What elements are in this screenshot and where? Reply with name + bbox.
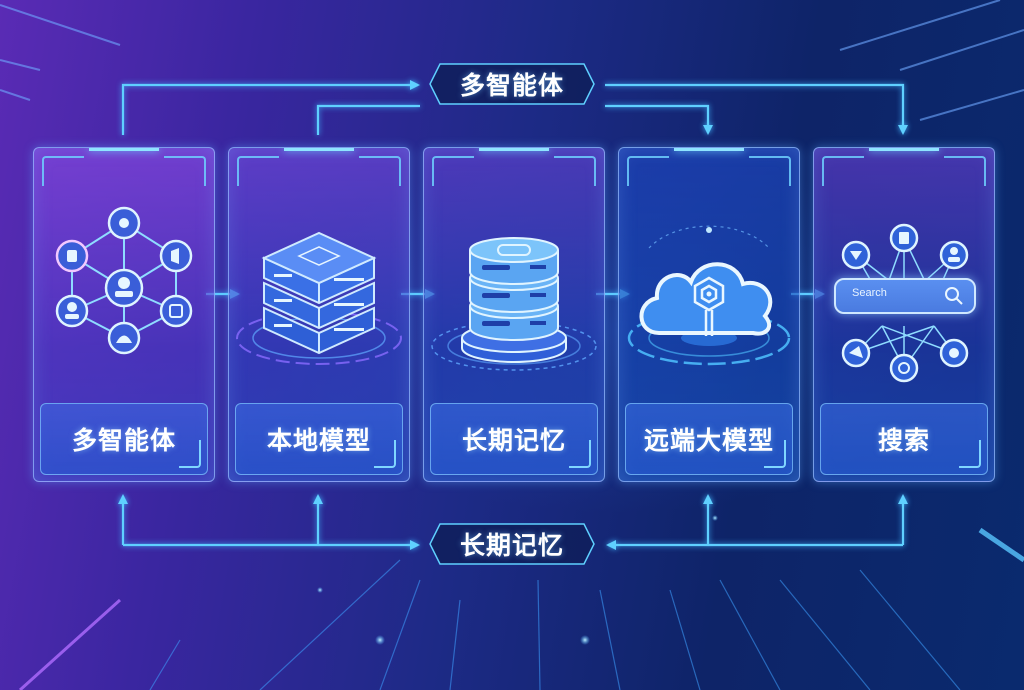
card-top-glow — [674, 148, 744, 151]
card-corner — [432, 156, 474, 186]
card-top-glow — [479, 148, 549, 151]
database-icon — [431, 237, 597, 371]
card-search[interactable]: Search 搜索 — [813, 147, 995, 482]
top-node-multi-agent: 多智能体 — [428, 62, 596, 106]
arrow-top-to-search — [605, 83, 908, 135]
card-corner — [374, 440, 396, 468]
search-icon — [945, 287, 963, 305]
bottom-node-long-term-memory: 长期记忆 — [428, 522, 596, 566]
card-corner — [179, 440, 201, 468]
card-label: 多智能体 — [71, 426, 176, 455]
top-node-label: 多智能体 — [459, 71, 564, 100]
card-label: 远端大模型 — [643, 426, 774, 455]
card-corner — [944, 156, 986, 186]
card-label-box: 长期记忆 — [430, 403, 598, 475]
line-local-to-top — [316, 104, 420, 135]
card-corner — [554, 156, 596, 186]
card-label: 本地模型 — [266, 426, 371, 455]
card-corner — [822, 156, 864, 186]
card-label: 搜索 — [877, 426, 930, 455]
arrow-top-to-remote — [605, 104, 713, 135]
card-corner — [237, 156, 279, 186]
card-label-box: 远端大模型 — [625, 403, 793, 475]
card-label-box: 多智能体 — [40, 403, 208, 475]
arrow-multiagent-to-top — [121, 80, 420, 135]
bottom-node-label: 长期记忆 — [459, 531, 564, 560]
card-corner — [359, 156, 401, 186]
server-stack-icon — [236, 231, 402, 365]
card-label-box: 搜索 — [820, 403, 988, 475]
card-corner — [959, 440, 981, 468]
search-network-icon — [841, 223, 969, 383]
card-multi-agent[interactable]: 多智能体 — [33, 147, 215, 482]
card-top-glow — [869, 148, 939, 151]
card-remote-large-model[interactable]: 远端大模型 — [618, 147, 800, 482]
card-local-model[interactable]: 本地模型 — [228, 147, 410, 482]
hex-frame — [429, 63, 595, 105]
cloud-chip-icon — [627, 225, 791, 366]
card-corner — [569, 440, 591, 468]
card-corner — [42, 156, 84, 186]
card-top-glow — [284, 148, 354, 151]
agent-network-icon — [55, 206, 193, 355]
card-corner — [164, 156, 206, 186]
search-input[interactable]: Search — [834, 278, 976, 314]
search-placeholder: Search — [852, 287, 887, 299]
card-label-box: 本地模型 — [235, 403, 403, 475]
card-long-term-memory[interactable]: 长期记忆 — [423, 147, 605, 482]
card-top-glow — [89, 148, 159, 151]
card-corner — [627, 156, 669, 186]
card-corner — [764, 440, 786, 468]
hex-frame — [429, 523, 595, 565]
card-corner — [749, 156, 791, 186]
card-label: 长期记忆 — [461, 426, 566, 455]
